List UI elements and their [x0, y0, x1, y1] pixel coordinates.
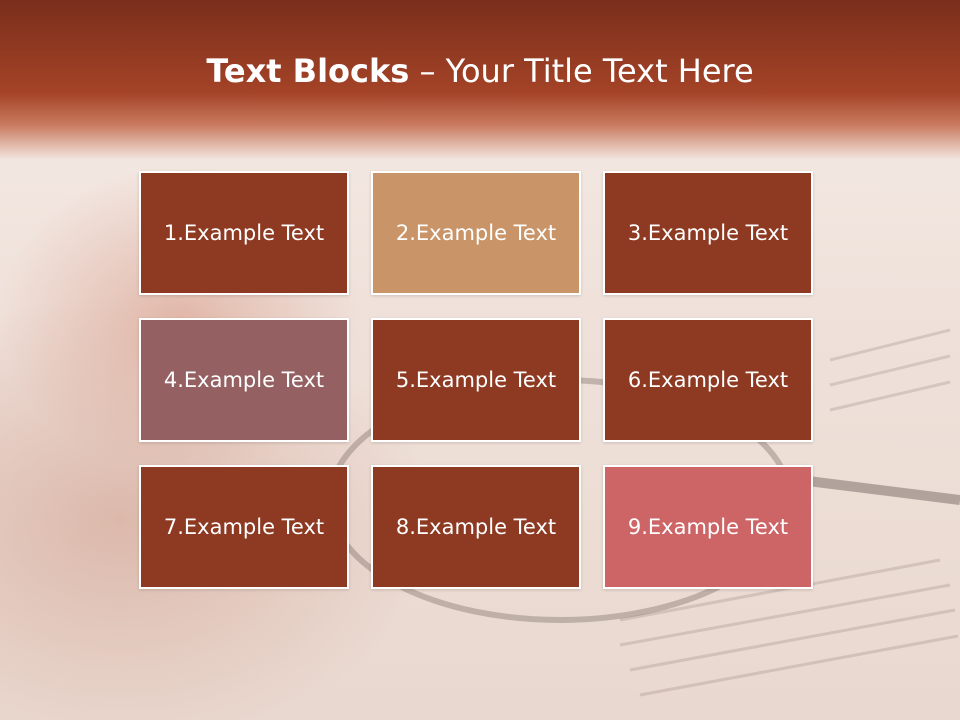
slide-title: Text Blocks – Your Title Text Here: [0, 52, 960, 90]
text-block-5[interactable]: 5.Example Text: [371, 318, 581, 442]
text-block-4[interactable]: 4.Example Text: [139, 318, 349, 442]
text-block-label: 9.Example Text: [627, 515, 789, 539]
title-bold: Text Blocks: [206, 52, 410, 90]
title-rest: – Your Title Text Here: [409, 52, 754, 90]
text-block-label: 2.Example Text: [395, 221, 557, 245]
text-block-label: 7.Example Text: [163, 515, 325, 539]
text-block-1[interactable]: 1.Example Text: [139, 171, 349, 295]
text-block-3[interactable]: 3.Example Text: [603, 171, 813, 295]
text-block-9[interactable]: 9.Example Text: [603, 465, 813, 589]
text-block-label: 1.Example Text: [163, 221, 325, 245]
title-bar: [0, 0, 960, 160]
text-block-6[interactable]: 6.Example Text: [603, 318, 813, 442]
text-block-label: 8.Example Text: [395, 515, 557, 539]
text-block-label: 3.Example Text: [627, 221, 789, 245]
text-block-7[interactable]: 7.Example Text: [139, 465, 349, 589]
text-block-label: 4.Example Text: [163, 368, 325, 392]
text-block-2[interactable]: 2.Example Text: [371, 171, 581, 295]
text-block-label: 6.Example Text: [627, 368, 789, 392]
text-block-8[interactable]: 8.Example Text: [371, 465, 581, 589]
text-block-label: 5.Example Text: [395, 368, 557, 392]
